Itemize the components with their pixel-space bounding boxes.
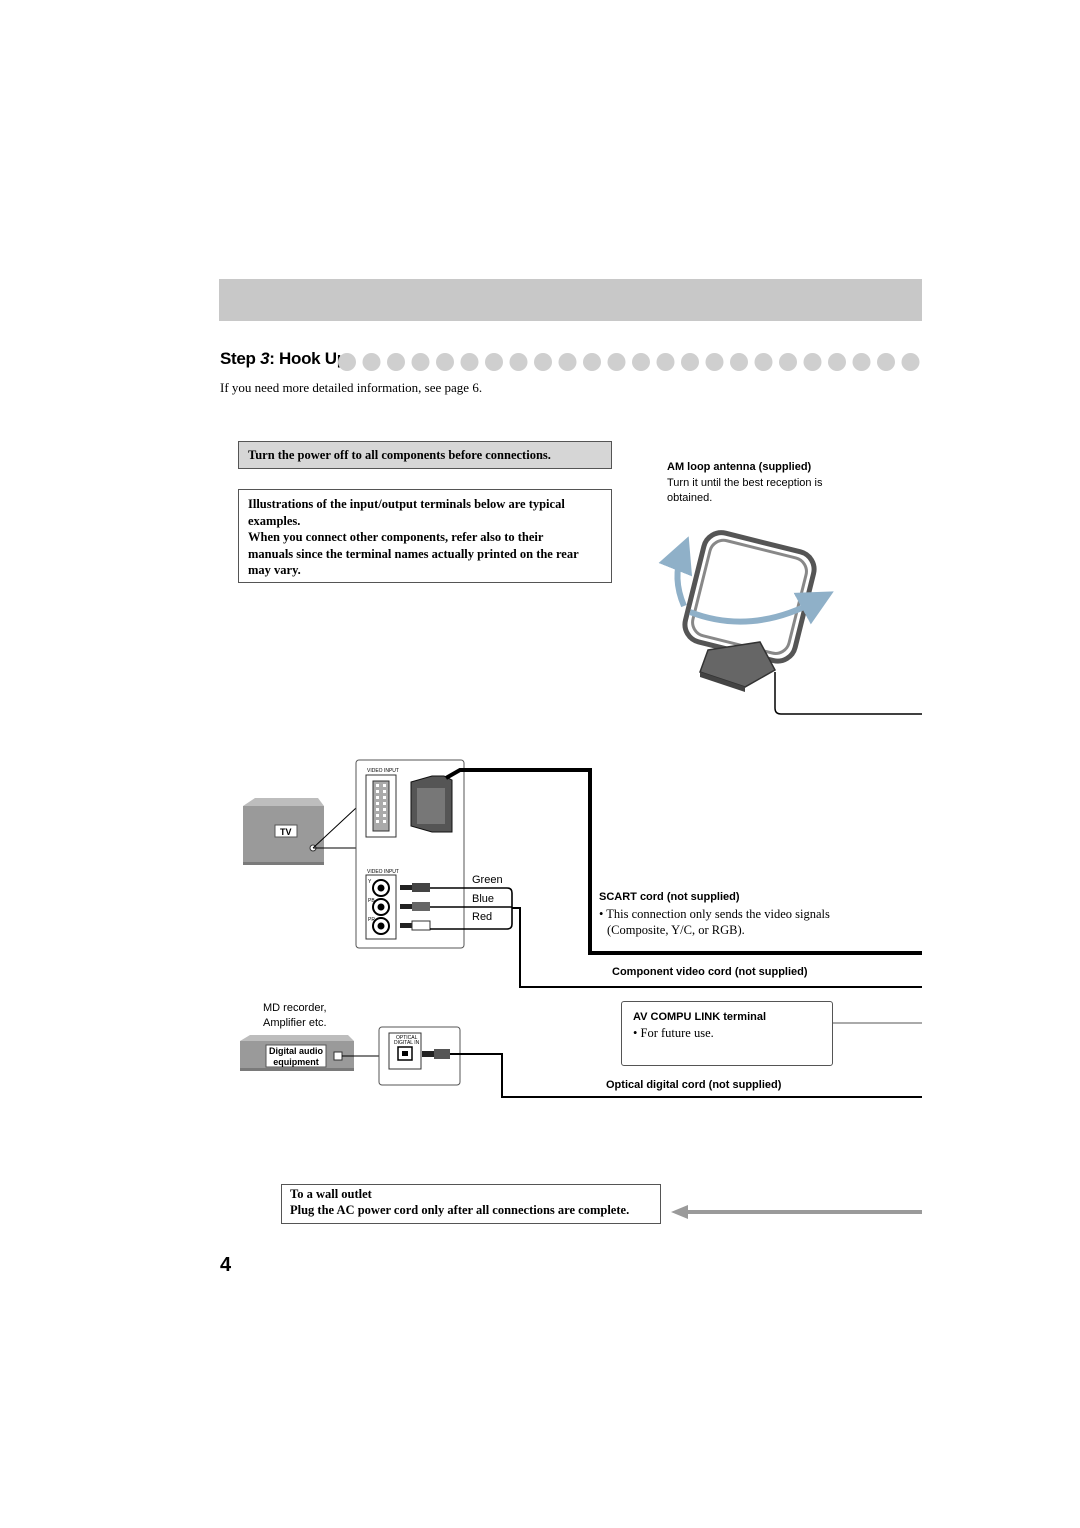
wall-outlet-title: To a wall outlet — [290, 1187, 372, 1201]
decorative-dot — [877, 353, 895, 371]
compu-link-title: AV COMPU LINK terminal — [633, 1011, 767, 1023]
optical-label-2: DIGITAL IN — [394, 1040, 420, 1046]
scart-desc-line2: (Composite, Y/C, or RGB). — [607, 923, 745, 937]
note-line: Illustrations of the input/output termin… — [248, 497, 565, 511]
intro-text: If you need more detailed information, s… — [220, 380, 483, 395]
decorative-dot — [607, 353, 626, 371]
video-input-label-top: VIDEO INPUT — [367, 768, 399, 774]
scart-cord-title: SCART cord (not supplied) — [599, 891, 740, 903]
decorative-dot — [485, 353, 503, 371]
component-cord-label: Component video cord (not supplied) — [612, 966, 808, 978]
decorative-dot — [705, 353, 724, 371]
decorative-dot — [387, 353, 405, 371]
jack-label-pb: PB — [368, 898, 375, 904]
antenna-title: AM loop antenna (supplied) — [667, 461, 812, 473]
antenna-description: Turn it until the best reception is obta… — [667, 477, 823, 504]
rotate-arrow-icon — [658, 536, 834, 625]
compu-link-box — [621, 1001, 833, 1066]
step-title: Step 3: Hook Up — [220, 349, 347, 369]
decorative-dot-row — [338, 353, 920, 371]
decorative-dot — [583, 353, 601, 371]
step-number: 3 — [260, 349, 270, 368]
digital-audio-label-line1: Digital audio — [269, 1046, 323, 1056]
note-line: may vary. — [248, 563, 301, 577]
step-title-text: : Hook Up — [269, 349, 347, 368]
decorative-dot — [558, 353, 577, 371]
video-input-label-bottom: VIDEO INPUT — [367, 869, 399, 875]
decorative-dot — [730, 353, 748, 371]
decorative-dot — [632, 353, 650, 371]
md-recorder-caption: MD recorder, — [263, 1002, 327, 1014]
rca-plug-icon — [400, 883, 431, 931]
decorative-dot — [436, 353, 454, 371]
decorative-dot — [338, 353, 356, 371]
jack-label-pr: PR — [368, 917, 375, 923]
digital-audio-label-line2: equipment — [273, 1057, 319, 1067]
decorative-dot — [803, 353, 822, 371]
decorative-dot — [411, 353, 430, 371]
decorative-dot — [901, 353, 920, 371]
decorative-dot — [828, 353, 846, 371]
note-line: manuals since the terminal names actuall… — [248, 546, 579, 561]
decorative-dot — [656, 353, 675, 371]
decorative-dot — [779, 353, 797, 371]
header-band — [219, 279, 922, 321]
compu-link-description: • For future use. — [633, 1026, 714, 1040]
scart-cord-description: • This connection only sends the video s… — [599, 906, 830, 938]
illustration-note: Illustrations of the input/output termin… — [238, 489, 612, 583]
power-off-note: Turn the power off to all components bef… — [238, 441, 612, 469]
cable-color-green: Green — [472, 874, 503, 886]
wall-outlet-instruction: Plug the AC power cord only after all co… — [290, 1203, 630, 1217]
tv-label: TV — [280, 827, 292, 837]
tv-device — [243, 798, 324, 865]
decorative-dot — [460, 353, 479, 371]
digital-audio-label: Digital audio equipment — [266, 1046, 326, 1068]
decorative-dot — [754, 353, 773, 371]
wall-outlet-box — [281, 1184, 661, 1224]
page-number: 4 — [220, 1254, 232, 1276]
optical-cord-label: Optical digital cord (not supplied) — [606, 1079, 782, 1091]
decorative-dot — [681, 353, 699, 371]
amplifier-caption: Amplifier etc. — [263, 1017, 327, 1029]
step-prefix: Step — [220, 349, 256, 368]
cable-color-blue: Blue — [472, 893, 495, 905]
am-loop-antenna — [682, 530, 922, 715]
decorative-dot — [509, 353, 528, 371]
digital-audio-device — [240, 1035, 354, 1071]
jack-label-y: Y — [368, 879, 372, 885]
decorative-dot — [362, 353, 381, 371]
decorative-dot — [852, 353, 871, 371]
optical-panel — [378, 1026, 461, 1086]
note-line: When you connect other components, refer… — [248, 530, 544, 544]
optical-label-1: OPTICAL — [396, 1035, 418, 1041]
scart-desc-line1: • This connection only sends the video s… — [599, 907, 830, 921]
note-line: examples. — [248, 513, 301, 528]
decorative-dot — [534, 353, 552, 371]
tv-input-panel — [355, 759, 465, 949]
cable-color-red: Red — [472, 911, 493, 923]
